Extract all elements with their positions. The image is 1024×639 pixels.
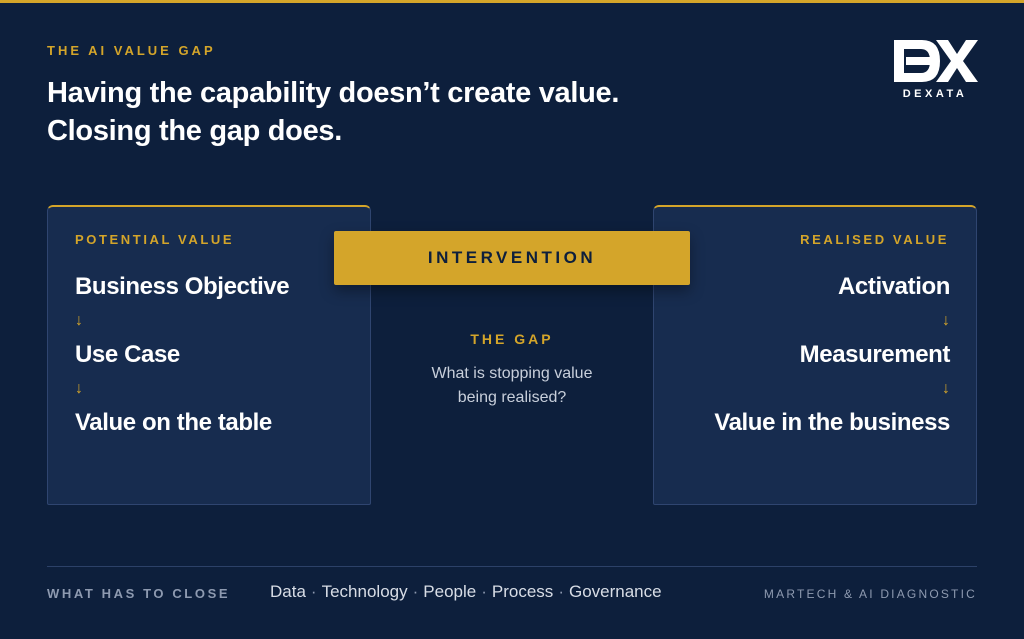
gap-question-line-1: What is stopping value: [431, 365, 593, 382]
realised-value-label: REALISED VALUE: [800, 232, 949, 247]
potential-step-1: Business Objective: [75, 273, 290, 300]
logo-wordmark: DEXATA: [902, 88, 968, 100]
intervention-bar: INTERVENTION: [334, 231, 690, 285]
footer-item-people: People: [423, 582, 477, 601]
footer-separator: ·: [481, 582, 487, 601]
intervention-label: INTERVENTION: [427, 248, 597, 267]
down-arrow-icon: ↓: [75, 312, 83, 329]
footer-items: Data·Technology·People·Process·Governanc…: [270, 582, 662, 602]
potential-value-steps: Business Objective ↓ Use Case ↓ Value on…: [75, 271, 290, 439]
footer-item-governance: Governance: [568, 582, 662, 601]
realised-value-card: REALISED VALUE Activation ↓ Measurement …: [653, 205, 977, 505]
headline-line-2: Closing the gap does.: [47, 115, 343, 147]
potential-value-label: POTENTIAL VALUE: [75, 232, 235, 247]
potential-step-3: Value on the table: [75, 409, 272, 436]
potential-step-2: Use Case: [75, 341, 180, 368]
potential-value-card: POTENTIAL VALUE Business Objective ↓ Use…: [47, 205, 371, 505]
down-arrow-icon: ↓: [75, 380, 83, 397]
gap-question: What is stopping value being realised?: [391, 362, 633, 410]
top-accent-rule: [0, 0, 1024, 3]
realised-step-1: Activation: [837, 273, 950, 300]
footer-item-data: Data: [270, 582, 306, 601]
realised-value-steps: Activation ↓ Measurement ↓ Value in the …: [714, 271, 950, 439]
dexata-dx-logo-icon: [894, 40, 978, 82]
realised-step-2: Measurement: [799, 341, 951, 368]
footer-separator: ·: [310, 582, 317, 601]
footer-label: WHAT HAS TO CLOSE: [47, 586, 231, 601]
gap-question-line-2: being realised?: [457, 389, 567, 406]
dexata-logo: DEXATA: [892, 38, 978, 102]
realised-step-3: Value in the business: [714, 409, 950, 436]
eyebrow-title: THE AI VALUE GAP: [47, 43, 216, 58]
footer-diagnostic-label: MARTECH & AI DIAGNOSTIC: [763, 587, 977, 601]
footer-item-technology: Technology: [321, 582, 408, 601]
footer-separator: ·: [412, 582, 419, 601]
down-arrow-icon: ↓: [942, 380, 950, 397]
footer-item-process: Process: [491, 582, 554, 601]
down-arrow-icon: ↓: [942, 312, 950, 329]
headline: Having the capability doesn’t create val…: [47, 74, 747, 150]
headline-line-1: Having the capability doesn’t create val…: [47, 77, 620, 109]
footer-separator: ·: [558, 582, 564, 601]
gap-title: THE GAP: [470, 331, 554, 347]
footer-divider: [47, 566, 977, 567]
